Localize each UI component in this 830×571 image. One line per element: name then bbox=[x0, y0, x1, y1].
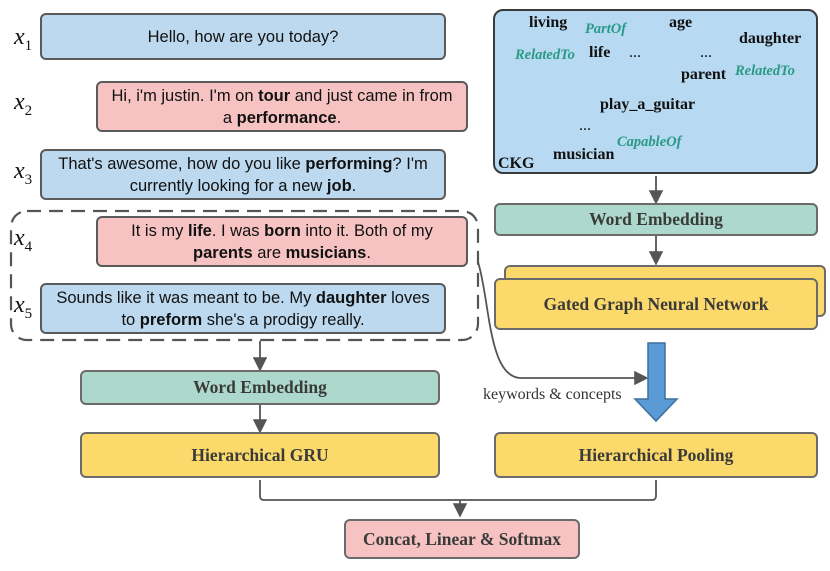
relation-part-of: PartOf bbox=[585, 21, 627, 37]
keyword-text: performance bbox=[236, 108, 337, 127]
utterance-text: . bbox=[366, 243, 371, 262]
node-play-a-guitar: play_a_guitar bbox=[600, 96, 696, 113]
utterance-text: It is my bbox=[131, 221, 188, 240]
ckg-ellipsis-1: ... bbox=[629, 44, 641, 61]
keywords-concepts-label: keywords & concepts bbox=[483, 386, 622, 403]
utterance-label-1: x1 bbox=[14, 24, 33, 54]
keyword-text: tour bbox=[258, 86, 291, 105]
utterance-text: . bbox=[351, 176, 357, 195]
utterance-1: Hello, how are you today? bbox=[40, 13, 446, 60]
utterance-text: . I was bbox=[211, 221, 265, 240]
relation-capable-of: CapableOf bbox=[617, 134, 682, 150]
keyword-text: parents bbox=[193, 243, 253, 262]
relation-related-to-1: RelatedTo bbox=[515, 47, 575, 63]
utterance-label-5: x5 bbox=[14, 292, 33, 322]
keyword-text: born bbox=[264, 221, 301, 240]
utterance-text: ? I'm currently looking for a new bbox=[129, 154, 428, 195]
keyword-text: daughter bbox=[315, 288, 387, 307]
ckg-panel bbox=[493, 9, 818, 174]
ggnn-block: Gated Graph Neural Network bbox=[494, 278, 818, 330]
keyword-text: musicians bbox=[285, 243, 367, 262]
hierarchical-pooling: Hierarchical Pooling bbox=[494, 432, 818, 478]
ckg-ellipsis-2: ... bbox=[700, 44, 712, 61]
keyword-text: life bbox=[188, 221, 212, 240]
node-living: living bbox=[529, 14, 568, 31]
utterance-label-4: x4 bbox=[14, 225, 33, 255]
relation-related-to-2: RelatedTo bbox=[735, 63, 795, 79]
utterance-text: are bbox=[252, 243, 286, 262]
keyword-text: performing bbox=[305, 154, 393, 173]
utterance-text: That's awesome, how do you like bbox=[58, 154, 306, 173]
keyword-text: job bbox=[326, 176, 352, 195]
node-parent: parent bbox=[681, 66, 727, 83]
utterance-text: into it. Both of my bbox=[300, 221, 433, 240]
utterance-2: Hi, i'm justin. I'm on tour and just cam… bbox=[96, 81, 468, 132]
big-blue-arrow bbox=[633, 342, 679, 423]
word-embedding-right: Word Embedding bbox=[494, 203, 818, 236]
utterance-text: Hi, i'm justin. I'm on bbox=[111, 86, 259, 105]
utterance-text: she's a prodigy really. bbox=[202, 310, 365, 329]
utterance-text: and just came in from a bbox=[222, 86, 453, 127]
utterance-text: Sounds like it was meant to be. My bbox=[56, 288, 316, 307]
output-softmax: Concat, Linear & Softmax bbox=[344, 519, 580, 559]
keyword-text: preform bbox=[139, 310, 203, 329]
utterance-label-2: x2 bbox=[14, 89, 33, 119]
node-age: age bbox=[669, 14, 693, 31]
utterance-text: . bbox=[336, 108, 342, 127]
node-musician: musician bbox=[553, 146, 615, 163]
utterance-4: It is my life. I was born into it. Both … bbox=[96, 216, 468, 267]
utterance-text: Hello, how are you today? bbox=[147, 27, 339, 46]
ckg-label: CKG bbox=[498, 155, 535, 172]
hierarchical-gru: Hierarchical GRU bbox=[80, 432, 440, 478]
node-life: life bbox=[589, 44, 611, 61]
utterance-text: loves to bbox=[121, 288, 430, 329]
node-daughter: daughter bbox=[739, 30, 802, 47]
utterance-3: That's awesome, how do you like performi… bbox=[40, 149, 446, 200]
utterance-5: Sounds like it was meant to be. My daugh… bbox=[40, 283, 446, 334]
word-embedding-left: Word Embedding bbox=[80, 370, 440, 405]
utterance-label-3: x3 bbox=[14, 158, 33, 188]
ckg-ellipsis-3: ... bbox=[579, 117, 591, 134]
